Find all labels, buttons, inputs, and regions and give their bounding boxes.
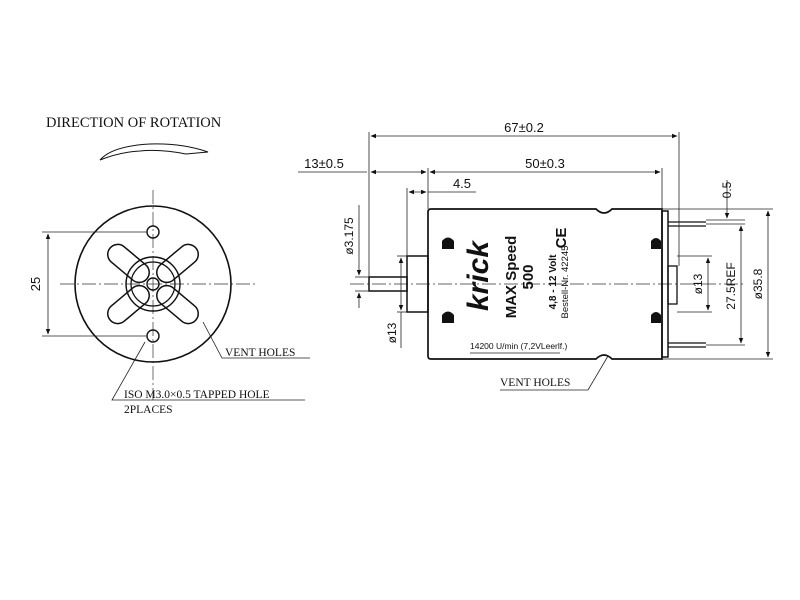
dim-13-05-text: 13±0.5 bbox=[304, 156, 344, 171]
tapped-hole-leader bbox=[111, 341, 305, 401]
dim-50-text: 50±0.3 bbox=[525, 156, 565, 171]
vent-holes-leader-side bbox=[500, 355, 609, 391]
direction-of-rotation-label: DIRECTION OF ROTATION bbox=[46, 115, 222, 131]
model-number-text: 500 bbox=[520, 264, 537, 289]
dim-27-5-text: 27.5REF bbox=[724, 262, 738, 309]
window-top-right bbox=[651, 238, 661, 249]
window-top-left bbox=[442, 237, 454, 249]
bearing-boss-outer bbox=[125, 256, 181, 312]
vent-holes-label-front: VENT HOLES bbox=[225, 347, 295, 359]
output-shaft bbox=[368, 276, 408, 292]
terminals bbox=[668, 221, 706, 348]
vent-holes-label-side: VENT HOLES bbox=[500, 377, 570, 389]
rpm-text: 14200 U/min (7,2VLeerlf.) bbox=[470, 341, 567, 351]
vent-slots bbox=[107, 243, 199, 325]
ce-mark: CE bbox=[553, 228, 570, 249]
side-view: krick MAX Speed 500 4,8 - 12 Volt Bestel… bbox=[298, 120, 773, 391]
two-places-label: 2PLACES bbox=[124, 404, 173, 416]
motor-label: krick MAX Speed 500 4,8 - 12 Volt Bestel… bbox=[462, 228, 571, 354]
voltage-text: 4,8 - 12 Volt bbox=[548, 254, 559, 310]
bearing-boss-inner bbox=[130, 261, 176, 307]
window-bottom-right bbox=[651, 312, 661, 323]
motor-can bbox=[427, 208, 663, 360]
dim-d13-left-text: ø13 bbox=[385, 322, 399, 343]
dim-0-5-text: 0.5 bbox=[720, 181, 734, 198]
dim-67-text: 67±0.2 bbox=[504, 120, 544, 135]
end-face-outer-circle bbox=[74, 205, 232, 363]
order-number-text: Bestell-Nr. 42245 bbox=[560, 246, 571, 319]
dim-d35-8-text: ø35.8 bbox=[751, 268, 765, 299]
vent-holes-leader-front bbox=[202, 321, 310, 359]
brand-logo: krick bbox=[462, 240, 495, 311]
tapped-hole-label: ISO M3.0×0.5 TAPPED HOLE bbox=[124, 389, 270, 401]
dim-25-text: 25 bbox=[28, 277, 43, 291]
shaft-circle bbox=[146, 277, 160, 291]
rear-bushing bbox=[667, 265, 678, 305]
dim-d3175-text: ø3.175 bbox=[342, 217, 356, 255]
rotation-arrow-icon bbox=[99, 143, 209, 161]
front-view: DIRECTION OF ROTATION 25 VENT HOLES bbox=[28, 115, 310, 416]
window-bottom-left bbox=[442, 311, 454, 323]
dim-d13-right-text: ø13 bbox=[691, 273, 705, 294]
dim-4-5-text: 4.5 bbox=[453, 176, 471, 191]
model-text: MAX Speed bbox=[503, 236, 520, 319]
